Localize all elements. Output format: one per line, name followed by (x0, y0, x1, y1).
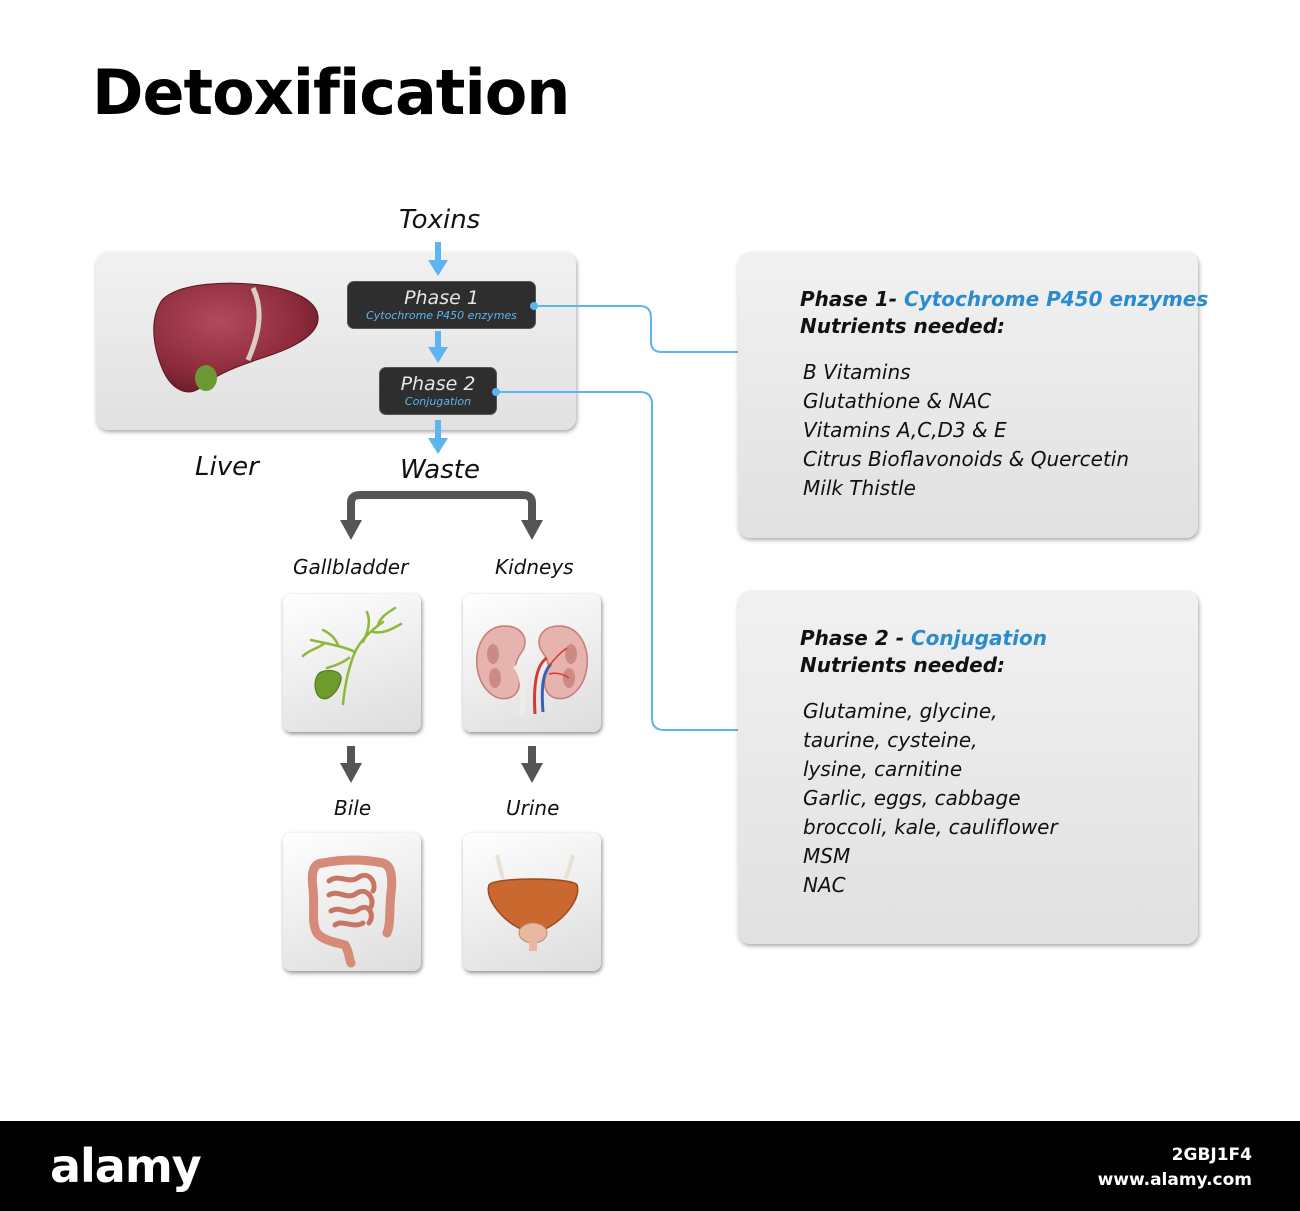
phase2-nutrient-list: Glutamine, glycine, taurine, cysteine, l… (803, 697, 1058, 900)
phase2-sub: Conjugation (404, 395, 472, 408)
split-arrow-right-head (521, 520, 543, 540)
phase2-info-subheading: Nutrients needed: (800, 653, 1006, 677)
phase1-sub: Cytochrome P450 enzymes (366, 309, 517, 322)
arrow-bile-head (340, 763, 362, 783)
list-item: Garlic, eggs, cabbage (803, 786, 1021, 810)
liver-label: Liver (195, 452, 259, 482)
page-title: Detoxification (92, 56, 570, 129)
list-item: MSM (803, 844, 851, 868)
list-item: broccoli, kale, cauliflower (803, 815, 1058, 839)
list-item: Glutathione & NAC (803, 389, 992, 413)
phase1-info-panel: Phase 1- Cytochrome P450 enzymes Nutrien… (738, 252, 1208, 538)
footer-site: www.alamy.com (1097, 1170, 1252, 1190)
list-item: NAC (803, 873, 846, 897)
phase2-info-heading: Phase 2 - Conjugation (800, 625, 1047, 652)
liver-illustration (153, 282, 319, 393)
phase1-info-heading: Phase 1- Cytochrome P450 enzymes (800, 286, 1208, 313)
intestine-illustration (307, 855, 397, 968)
phase2-info-accent: Conjugation (910, 626, 1047, 650)
list-item: lysine, carnitine (803, 757, 963, 781)
arrow-urine-head (521, 763, 543, 783)
split-arrow-left-head (340, 520, 362, 540)
phase2-name: Phase 2 (400, 373, 476, 395)
list-item: B Vitamins (803, 360, 911, 384)
footer-id: 2GBJ1F4 www.alamy.com (1098, 1143, 1252, 1193)
phase1-nutrient-list: B Vitamins Glutathione & NAC Vitamins A,… (803, 358, 1129, 503)
list-item: Glutamine, glycine, (803, 699, 998, 723)
arrow-bile-shaft (347, 746, 355, 764)
kidneys-illustration (476, 625, 588, 717)
phase1-name: Phase 1 (404, 287, 479, 309)
list-item: Milk Thistle (803, 476, 916, 500)
bladder-illustration (487, 854, 579, 951)
footer-logo: alamy (50, 1139, 202, 1193)
phase2-info-panel: Phase 2 - Conjugation Nutrients needed: … (738, 591, 1198, 944)
footer-bar: alamy 2GBJ1F4 www.alamy.com (0, 1121, 1300, 1211)
gallbladder-label: Gallbladder (293, 555, 409, 579)
kidneys-tile (463, 594, 601, 732)
kidneys-label: Kidneys (495, 555, 574, 579)
urine-label: Urine (506, 796, 560, 820)
bile-label: Bile (334, 796, 372, 820)
waste-label: Waste (400, 455, 480, 485)
flow-arrows (340, 242, 761, 783)
arrow-urine-shaft (528, 746, 536, 764)
gallbladder-tile (283, 594, 421, 732)
phase1-info-prefix: Phase 1- (800, 287, 905, 311)
list-item: taurine, cysteine, (803, 728, 978, 752)
phase2-box: Phase 2 Conjugation (380, 368, 496, 414)
toxins-label: Toxins (399, 205, 481, 235)
phase1-info-subheading: Nutrients needed: (800, 314, 1006, 338)
arrow-phase2-head (428, 438, 448, 454)
phase1-box: Phase 1 Cytochrome P450 enzymes (348, 282, 535, 328)
phase2-info-prefix: Phase 2 - (800, 626, 911, 650)
list-item: Vitamins A,C,D3 & E (803, 418, 1007, 442)
footer-image-id: 2GBJ1F4 (1171, 1145, 1252, 1165)
list-item: Citrus Bioflavonoids & Quercetin (803, 447, 1130, 471)
intestine-tile (283, 833, 421, 971)
phase1-info-accent: Cytochrome P450 enzymes (904, 287, 1209, 311)
bladder-tile (463, 833, 601, 971)
waste-split-bracket (347, 491, 536, 522)
gallbladder-illustration (301, 606, 403, 706)
